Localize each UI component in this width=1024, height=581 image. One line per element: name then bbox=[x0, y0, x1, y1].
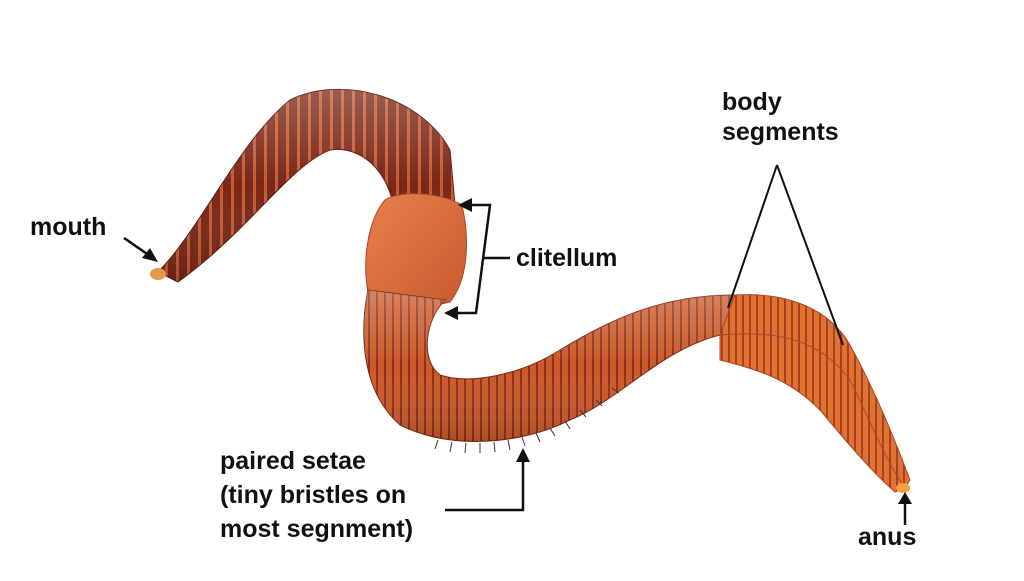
clitellum-arrowhead-top bbox=[458, 198, 472, 212]
anus-arrowhead bbox=[898, 492, 912, 504]
mouth-arrowhead bbox=[142, 248, 158, 262]
label-mouth: mouth bbox=[30, 213, 107, 241]
earthworm bbox=[150, 88, 911, 493]
label-anus: anus bbox=[858, 523, 917, 551]
setae-pointer bbox=[445, 458, 525, 512]
segments-pointer-right bbox=[776, 164, 844, 346]
clitellum-arrowhead-bottom bbox=[444, 306, 458, 320]
mouth-tip bbox=[150, 268, 166, 280]
label-body-segments-line1: body bbox=[722, 88, 782, 116]
annotations bbox=[123, 164, 912, 525]
label-setae-line3: most segnment) bbox=[220, 515, 414, 543]
mouth-pointer bbox=[123, 236, 151, 258]
setae-arrowhead bbox=[516, 448, 530, 462]
label-body-segments-line2: segments bbox=[722, 118, 839, 146]
worm-clitellum bbox=[365, 193, 467, 307]
segments-pointer-left bbox=[727, 164, 778, 309]
setae-bristles bbox=[434, 387, 620, 454]
label-setae-line2: (tiny bristles on bbox=[220, 481, 407, 509]
label-setae-line1: paired setae bbox=[220, 447, 366, 475]
anus-tip bbox=[896, 483, 910, 493]
label-clitellum: clitellum bbox=[516, 244, 618, 272]
worm-tail bbox=[719, 294, 911, 493]
